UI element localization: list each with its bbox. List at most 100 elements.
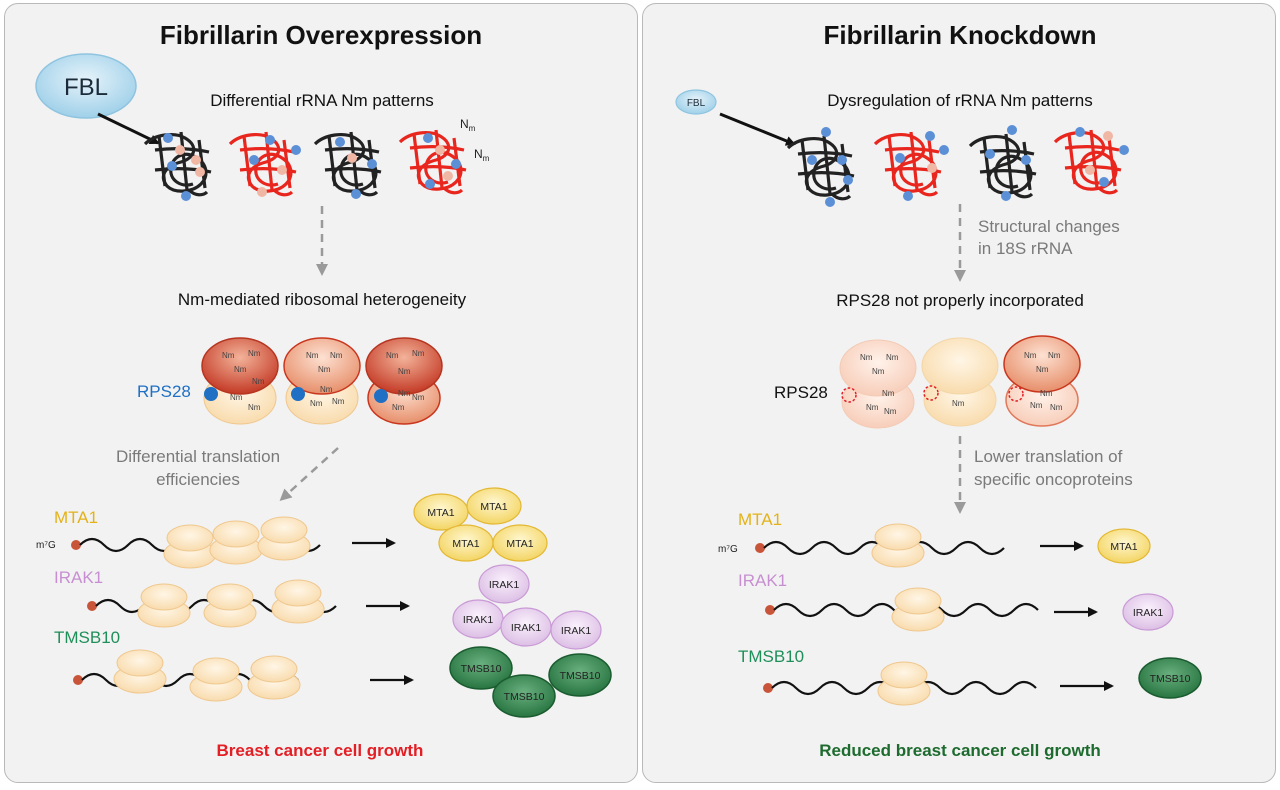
left-cap-2	[87, 601, 97, 611]
svg-text:Nm: Nm	[1050, 403, 1063, 412]
left-mrna2-ribosome-1	[137, 583, 191, 628]
right-cap-1	[755, 543, 765, 553]
nm-sites-left	[163, 133, 461, 201]
fbl-small-ellipse	[675, 89, 717, 115]
svg-text:Nm: Nm	[412, 349, 425, 358]
svg-text:Nm: Nm	[952, 399, 965, 408]
svg-text:Nm: Nm	[252, 377, 265, 386]
svg-text:Nm: Nm	[306, 351, 319, 360]
right-rrna-molecule-1	[786, 134, 856, 201]
svg-text:MTA1: MTA1	[1110, 541, 1137, 553]
svg-text:Nm: Nm	[230, 393, 243, 402]
right-rrna-label: Dysregulation of rRNA Nm patterns	[827, 91, 1093, 110]
nm-label-b: Nm	[474, 147, 490, 163]
fbl-small-arrow	[719, 112, 796, 146]
left-rps28-label: RPS28	[137, 382, 191, 401]
svg-text:Nm: Nm	[882, 389, 895, 398]
svg-text:Nm: Nm	[392, 403, 405, 412]
left-cap-3	[73, 675, 83, 685]
svg-text:Nm: Nm	[866, 403, 879, 412]
svg-text:MTA1: MTA1	[506, 538, 533, 550]
right-title: Fibrillarin Knockdown	[823, 20, 1096, 50]
right-irak1-protein: IRAK1	[1122, 593, 1174, 631]
left-title: Fibrillarin Overexpression	[160, 20, 482, 50]
svg-text:Nm: Nm	[386, 351, 399, 360]
rrna-molecule-2	[228, 130, 298, 197]
rps28-missing-1	[841, 387, 857, 403]
svg-text:Nm: Nm	[222, 351, 235, 360]
left-mrna2-ribosome-2	[203, 583, 257, 628]
svg-text:Nm: Nm	[886, 353, 899, 362]
svg-text:IRAK1: IRAK1	[511, 622, 542, 634]
nm-label-a: Nm	[460, 117, 476, 133]
right-ribosome-3	[1003, 335, 1081, 427]
svg-text:Nm: Nm	[872, 367, 885, 376]
nm-sites-right	[807, 125, 1129, 207]
right-rps28-status: RPS28 not properly incorporated	[836, 291, 1084, 310]
left-mrna1-ribosome-3	[257, 516, 311, 561]
left-fbl-label: FBL	[64, 74, 108, 101]
left-mrna3-ribosome-3	[247, 655, 301, 700]
right-rrna-molecule-3	[968, 132, 1038, 199]
right-mrna2-ribosome	[891, 587, 945, 632]
right-fbl-label: FBL	[687, 98, 706, 109]
rps28-site-1	[204, 387, 218, 401]
left-arrow-2	[279, 447, 339, 502]
ribosome-3	[365, 337, 443, 425]
left-gene-tmsb10: TMSB10	[54, 628, 120, 647]
right-mta1-protein: MTA1	[1097, 528, 1151, 564]
svg-text:Nm: Nm	[234, 365, 247, 374]
svg-text:Nm: Nm	[332, 397, 345, 406]
right-cap-2	[765, 605, 775, 615]
rps28-site-3	[374, 389, 388, 403]
svg-text:TMSB10: TMSB10	[504, 691, 545, 703]
right-gene-mta1: MTA1	[738, 510, 782, 529]
right-structural-line2: in 18S rRNA	[978, 239, 1073, 258]
right-gene-tmsb10: TMSB10	[738, 647, 804, 666]
svg-text:Nm: Nm	[320, 385, 333, 394]
svg-text:IRAK1: IRAK1	[1133, 607, 1164, 619]
left-mrna1-ribosome-1	[163, 524, 217, 569]
svg-text:Nm: Nm	[398, 367, 411, 376]
fbl-large-ellipse	[35, 53, 137, 119]
left-gene-irak1: IRAK1	[54, 568, 103, 587]
svg-text:MTA1: MTA1	[427, 507, 454, 519]
left-tmsb10-cluster: TMSB10 TMSB10 TMSB10	[449, 646, 612, 718]
right-cap-3	[763, 683, 773, 693]
svg-text:TMSB10: TMSB10	[560, 670, 601, 682]
right-mrna1-ribosome	[871, 523, 925, 568]
svg-text:Nm: Nm	[330, 351, 343, 360]
left-m7g-label: m⁷G	[36, 540, 56, 551]
ribosome-2	[283, 337, 361, 425]
svg-text:IRAK1: IRAK1	[489, 579, 520, 591]
right-lower-line1: Lower translation of	[974, 447, 1123, 466]
right-ribosome-2	[921, 337, 999, 427]
left-irak1-cluster: IRAK1 IRAK1 IRAK1 IRAK1	[452, 564, 602, 650]
svg-text:Nm: Nm	[248, 403, 261, 412]
left-mrna3-ribosome-2	[189, 657, 243, 702]
svg-text:Nm: Nm	[398, 389, 411, 398]
left-translation-line2: efficiencies	[156, 470, 240, 489]
svg-text:Nm: Nm	[1036, 365, 1049, 374]
svg-text:Nm: Nm	[884, 407, 897, 416]
left-cap-1	[71, 540, 81, 550]
svg-text:Nm: Nm	[1030, 401, 1043, 410]
rps28-missing-2	[923, 385, 939, 401]
rps28-site-2	[291, 387, 305, 401]
left-outcome: Breast cancer cell growth	[217, 741, 424, 760]
svg-text:IRAK1: IRAK1	[561, 625, 592, 637]
svg-text:TMSB10: TMSB10	[1150, 673, 1191, 685]
svg-text:TMSB10: TMSB10	[461, 663, 502, 675]
svg-text:Nm: Nm	[248, 349, 261, 358]
right-structural-line1: Structural changes	[978, 217, 1120, 236]
svg-text:MTA1: MTA1	[452, 538, 479, 550]
right-m7g-label: m⁷G	[718, 544, 738, 555]
svg-text:Nm: Nm	[318, 365, 331, 374]
right-rps28-label: RPS28	[774, 383, 828, 402]
left-mrna1-ribosome-2	[209, 520, 263, 565]
right-outcome: Reduced breast cancer cell growth	[819, 741, 1101, 760]
fbl-arrow	[97, 112, 160, 145]
svg-text:MTA1: MTA1	[480, 501, 507, 513]
left-translation-line1: Differential translation	[116, 447, 280, 466]
